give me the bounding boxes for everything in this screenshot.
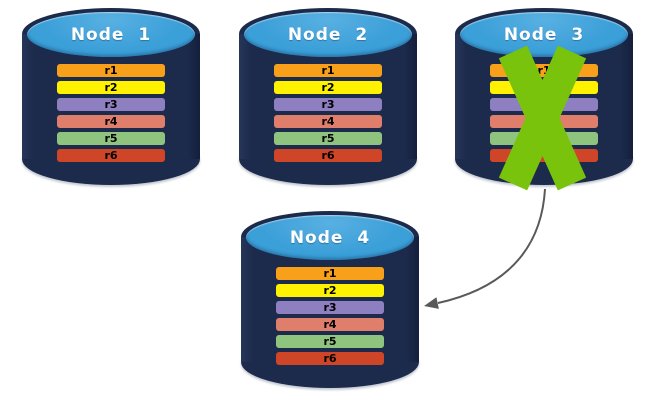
node-2: Node 2 r1 r2 r3 r4 r5 r6 [239, 8, 417, 186]
cylinder-top-face [246, 215, 414, 260]
node-label: Node 3 [503, 24, 585, 45]
record-bar: r3 [276, 301, 384, 314]
record-list: r1 r2 r3 r4 r5 r6 [274, 64, 382, 162]
node-label: Node 2 [287, 24, 369, 45]
record-bar: r6 [57, 149, 165, 162]
failure-cross-icon [498, 45, 587, 191]
record-bar: r4 [274, 115, 382, 128]
cylinder-top-face [460, 12, 628, 57]
node-1: Node 1 r1 r2 r3 r4 r5 r6 [22, 8, 200, 186]
record-bar: r1 [57, 64, 165, 77]
record-bar: r2 [57, 81, 165, 94]
record-list: r1 r2 r3 r4 r5 r6 [276, 267, 384, 365]
record-bar: r5 [57, 132, 165, 145]
record-bar: r1 [274, 64, 382, 77]
record-bar: r4 [276, 318, 384, 331]
cylinder-top-face [244, 12, 412, 57]
record-bar: r6 [276, 352, 384, 365]
record-bar: r3 [274, 98, 382, 111]
record-bar: r3 [57, 98, 165, 111]
record-list: r1 r2 r3 r4 r5 r6 [57, 64, 165, 162]
record-bar: r2 [274, 81, 382, 94]
node-label: Node 1 [70, 24, 152, 45]
node-label: Node 4 [289, 227, 371, 248]
record-bar: r1 [276, 267, 384, 280]
cylinder-top-face [27, 12, 195, 57]
record-bar: r6 [274, 149, 382, 162]
node-4: Node 4 r1 r2 r3 r4 r5 r6 [241, 211, 419, 389]
record-bar: r2 [276, 284, 384, 297]
record-bar: r5 [276, 335, 384, 348]
record-bar: r4 [57, 115, 165, 128]
record-bar: r5 [274, 132, 382, 145]
